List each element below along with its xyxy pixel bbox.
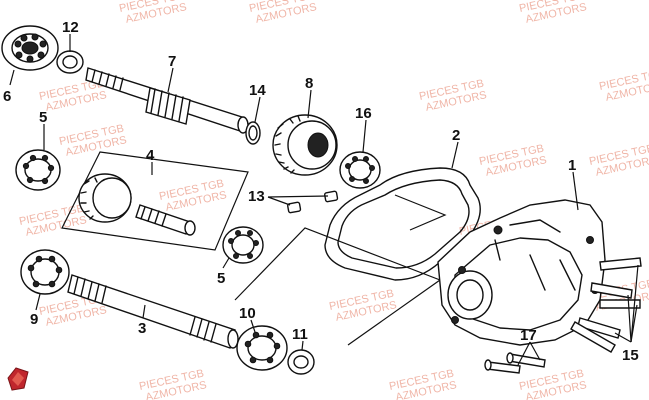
bolts-17 bbox=[484, 352, 546, 374]
callout-13: 13 bbox=[248, 188, 265, 205]
callout-5b: 5 bbox=[217, 270, 225, 287]
crankcase-1 bbox=[437, 199, 606, 346]
azmotors-logo-icon bbox=[7, 367, 29, 391]
callout-6: 6 bbox=[3, 88, 11, 105]
callout-3: 3 bbox=[138, 320, 146, 337]
callout-7: 7 bbox=[168, 53, 176, 70]
callout-10: 10 bbox=[239, 305, 256, 322]
callout-5a: 5 bbox=[39, 109, 47, 126]
bearing-9 bbox=[20, 249, 70, 295]
callout-11: 11 bbox=[292, 326, 308, 343]
callout-2: 2 bbox=[452, 127, 460, 144]
oil-seal-11 bbox=[287, 349, 315, 375]
bearing-10 bbox=[236, 325, 288, 371]
circlip-14 bbox=[245, 121, 261, 145]
bearing-5-left bbox=[15, 149, 61, 191]
callout-labels: 1 2 3 4 5 5 6 7 8 9 10 11 12 13 14 15 16… bbox=[3, 19, 639, 364]
callout-12: 12 bbox=[62, 19, 79, 36]
gear-shaft-4 bbox=[78, 173, 196, 236]
shaft-7 bbox=[85, 67, 249, 134]
bearing-5-center bbox=[222, 226, 264, 264]
shaft-3 bbox=[67, 274, 239, 349]
callout-15: 15 bbox=[622, 347, 639, 364]
leader-lines bbox=[9, 34, 639, 366]
callout-1: 1 bbox=[568, 157, 576, 174]
bolts-15 bbox=[570, 257, 642, 353]
dowel-pins-13 bbox=[287, 190, 339, 214]
oil-seal-12 bbox=[56, 50, 84, 74]
callout-9: 9 bbox=[30, 311, 38, 328]
gasket-2-inner bbox=[337, 179, 470, 269]
bearing-6 bbox=[1, 25, 59, 71]
callout-8: 8 bbox=[305, 75, 313, 92]
part-4-frame bbox=[61, 151, 249, 251]
callout-16: 16 bbox=[355, 105, 372, 122]
callout-14: 14 bbox=[249, 82, 266, 99]
shaft-3-frame bbox=[234, 227, 442, 346]
callout-4: 4 bbox=[146, 147, 155, 164]
bearing-16 bbox=[339, 151, 381, 189]
callout-17: 17 bbox=[520, 327, 537, 344]
gear-8 bbox=[272, 114, 338, 176]
